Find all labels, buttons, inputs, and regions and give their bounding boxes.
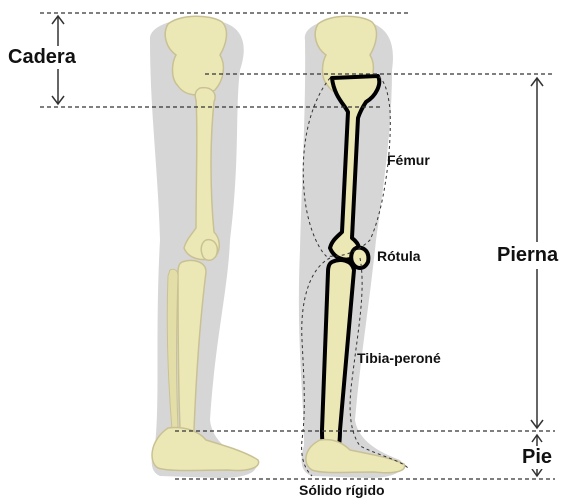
label-pie: Pie — [520, 446, 554, 469]
label-tibia-perone: Tibia-peroné — [357, 350, 441, 366]
label-solido-rigido: Sólido rígido — [299, 482, 385, 498]
left-patella — [201, 240, 217, 261]
label-cadera: Cadera — [6, 46, 78, 69]
label-pierna: Pierna — [496, 242, 559, 269]
label-femur: Fémur — [387, 152, 430, 168]
dimension-arrows — [52, 16, 543, 476]
guide-lines — [40, 13, 555, 479]
left-leg — [150, 16, 259, 478]
label-rotula: Rótula — [377, 248, 421, 264]
